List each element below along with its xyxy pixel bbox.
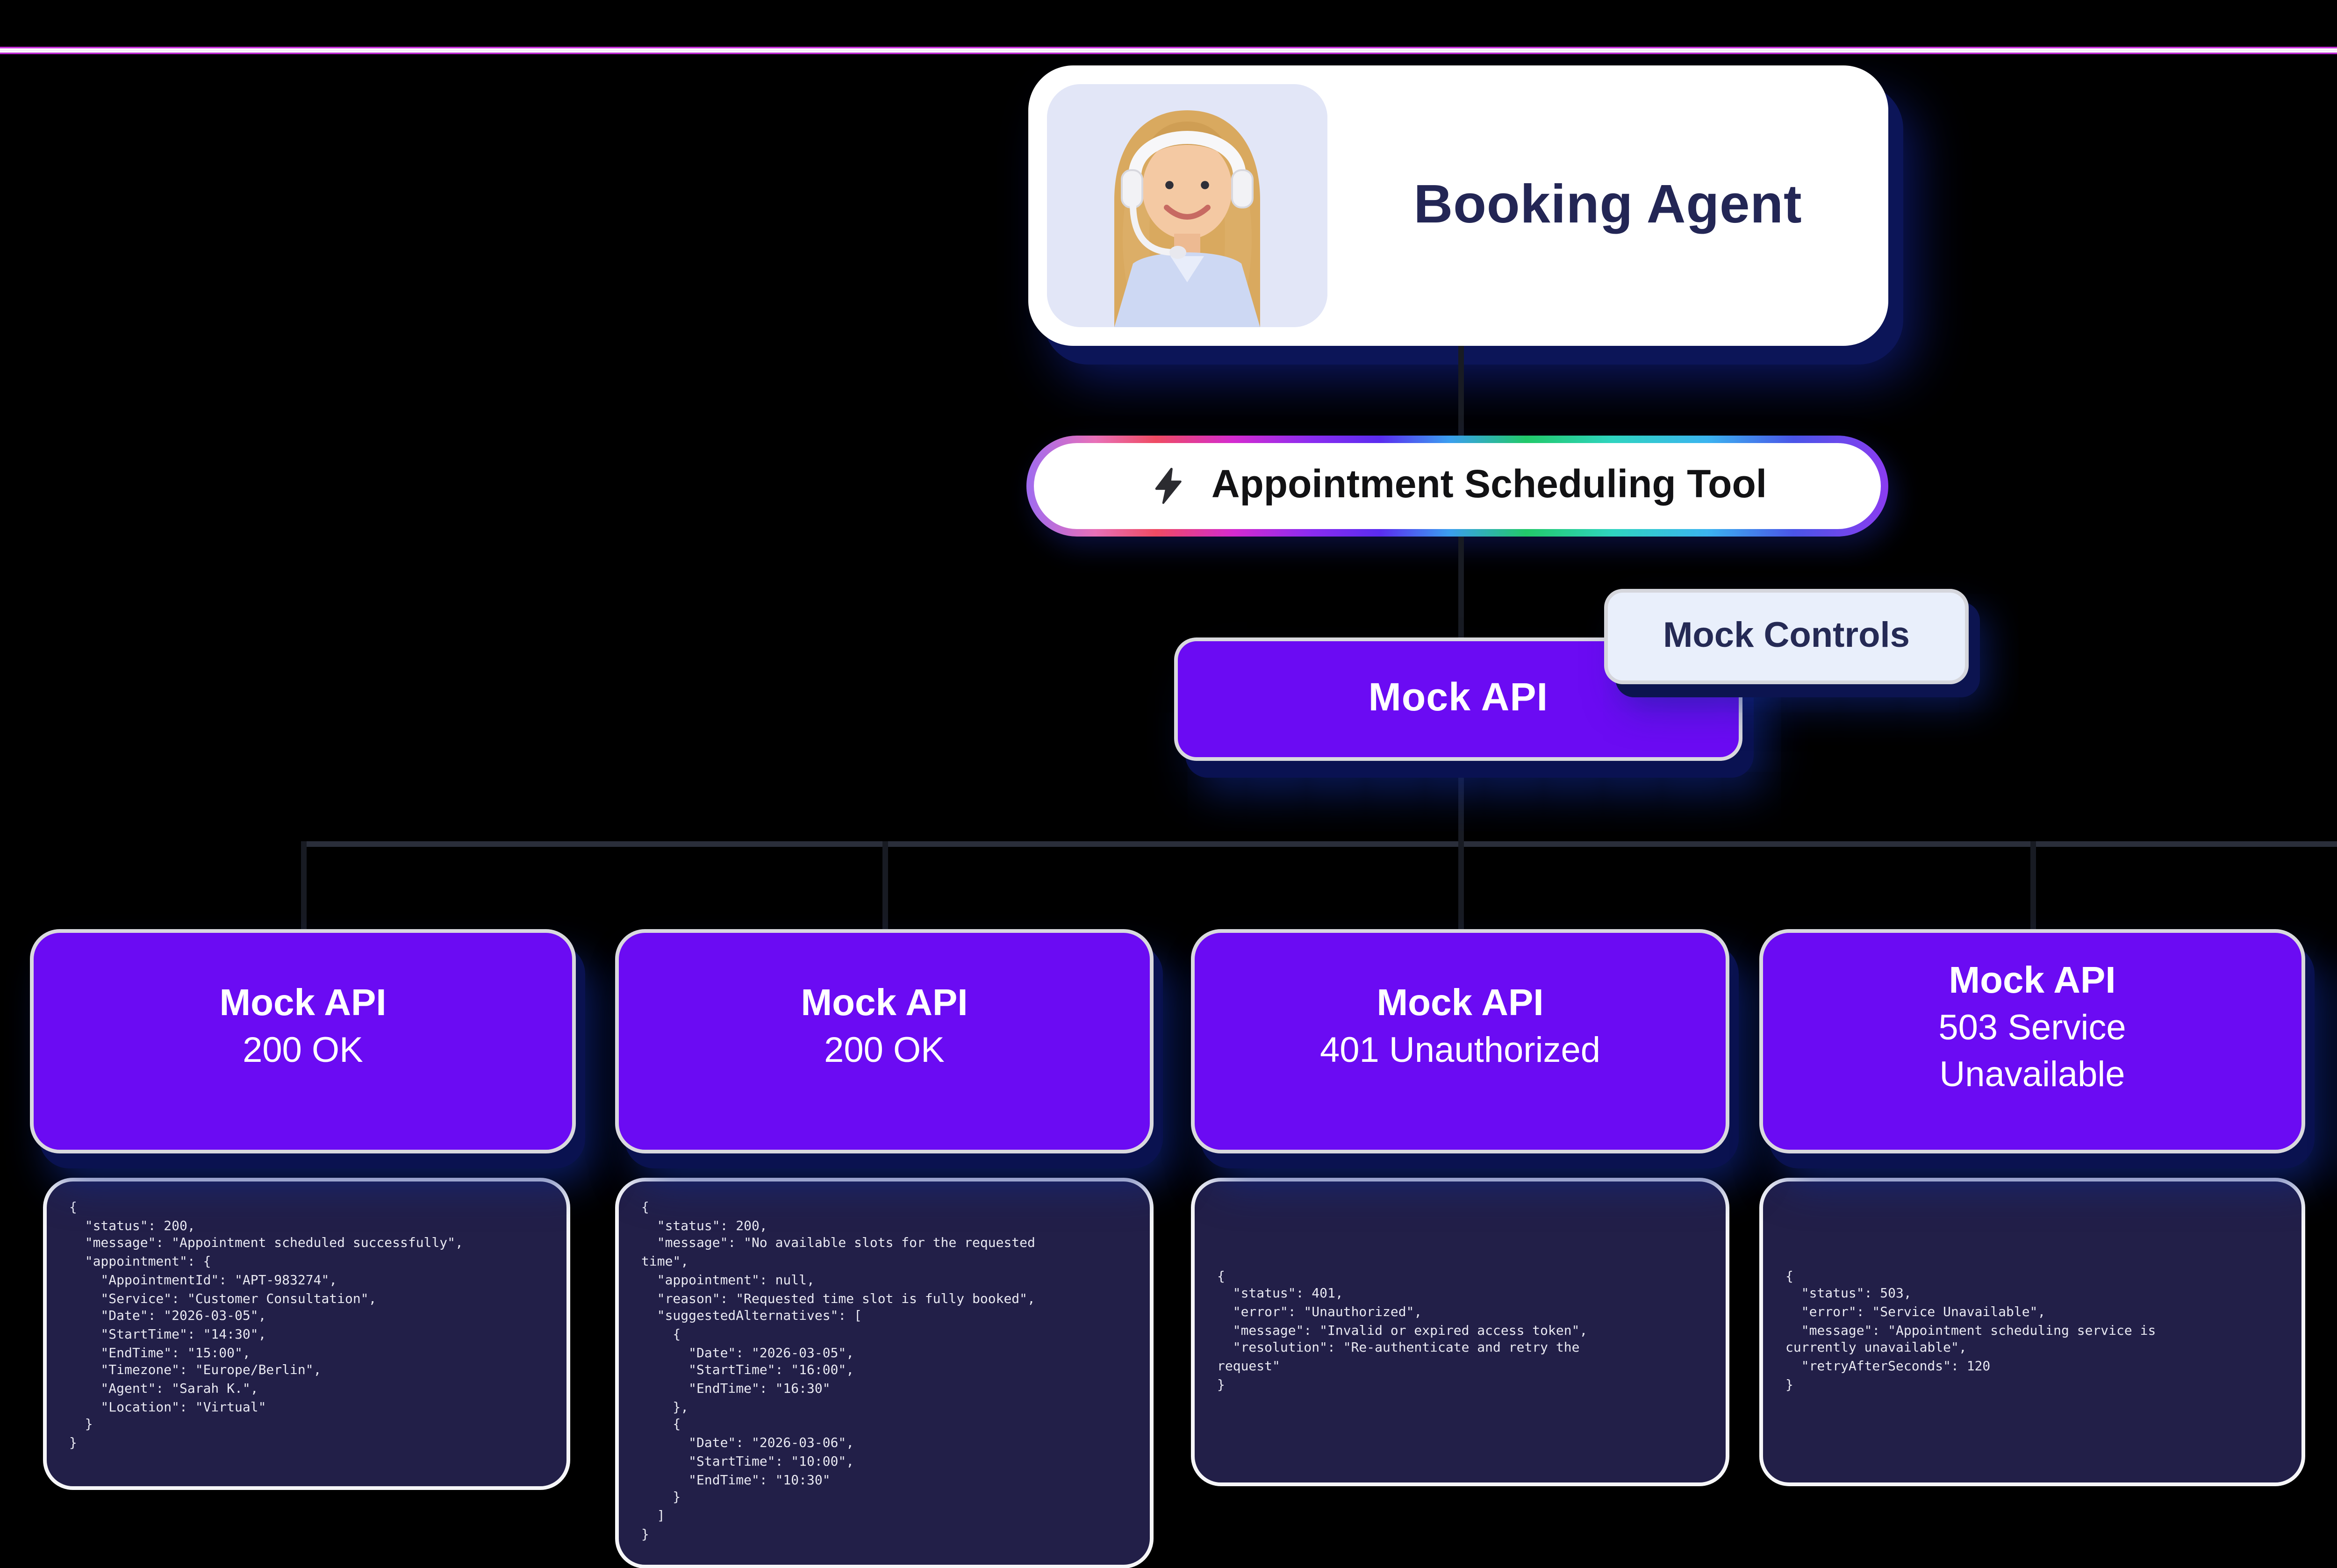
json-code: { "status": 200, "message": "Appointment…: [69, 1200, 463, 1451]
branch-stub-4: [2029, 841, 2035, 929]
mock-controls-label: Mock Controls: [1663, 616, 1910, 655]
branch-stub-2: [882, 841, 887, 929]
top-divider-stripe: [0, 47, 2337, 54]
node-subtitle: 200 OK: [824, 1032, 945, 1072]
response-node-200-ok-1: Mock API 200 OK: [30, 929, 576, 1153]
booking-agent-card: Booking Agent: [1028, 65, 1888, 346]
response-node-401: Mock API 401 Unauthorized: [1191, 929, 1729, 1153]
mock-api-box: Mock API: [1174, 637, 1742, 761]
connector-api-to-branch: [1457, 761, 1463, 841]
branch-line: [303, 841, 2337, 847]
json-code: { "status": 503, "error": "Service Unava…: [1785, 1268, 2156, 1392]
booking-agent-title: Booking Agent: [1413, 175, 1802, 235]
json-block-200-ok-2: { "status": 200, "message": "No availabl…: [615, 1178, 1154, 1568]
connector-agent-to-tool: [1457, 346, 1463, 436]
json-block-503: { "status": 503, "error": "Service Unava…: [1759, 1178, 2305, 1486]
node-subtitle: 401 Unauthorized: [1320, 1032, 1600, 1072]
json-code: { "status": 200, "message": "No availabl…: [641, 1200, 1035, 1542]
response-node-503: Mock API 503 Service Unavailable: [1759, 929, 2305, 1153]
node-title: Mock API: [219, 984, 387, 1025]
branch-stub-3: [1457, 841, 1463, 929]
scheduling-tool-label: Appointment Scheduling Tool: [1211, 464, 1767, 507]
connector-tool-to-api: [1457, 537, 1463, 637]
json-block-401: { "status": 401, "error": "Unauthorized"…: [1191, 1178, 1729, 1486]
mock-api-label: Mock API: [1368, 677, 1548, 720]
lightning-bolt-icon: [1155, 468, 1182, 504]
node-title: Mock API: [1949, 961, 2116, 1002]
agent-photo: [1047, 84, 1327, 327]
node-subtitle: 503 Service Unavailable: [1938, 1010, 2126, 1095]
branch-stub-1: [300, 841, 306, 929]
node-subtitle: 200 OK: [243, 1032, 363, 1072]
node-title: Mock API: [801, 984, 968, 1025]
mock-controls-badge: Mock Controls: [1604, 589, 1969, 684]
json-block-200-ok-1: { "status": 200, "message": "Appointment…: [43, 1178, 570, 1490]
headset-agent-avatar-icon: [1047, 84, 1327, 327]
scheduling-tool-pill: Appointment Scheduling Tool: [1026, 436, 1888, 537]
scheduling-tool-pill-inner: Appointment Scheduling Tool: [1034, 443, 1881, 529]
response-node-200-ok-2: Mock API 200 OK: [615, 929, 1154, 1153]
json-code: { "status": 401, "error": "Unauthorized"…: [1217, 1268, 1588, 1392]
node-title: Mock API: [1376, 984, 1544, 1025]
